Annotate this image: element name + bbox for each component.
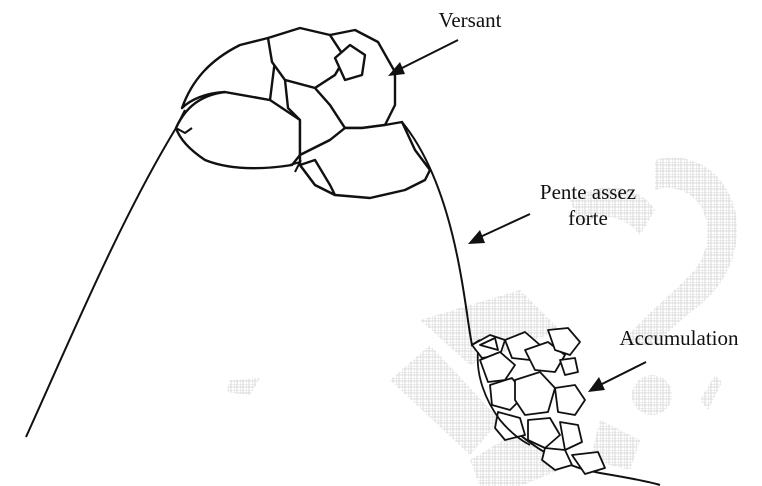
- label-versant: Versant: [420, 7, 520, 33]
- label-accumulation: Accumulation: [598, 325, 760, 351]
- arrow-versant: [388, 40, 458, 76]
- boulder: [176, 92, 300, 168]
- summit-boulders: [176, 28, 430, 198]
- watermark: [226, 157, 737, 486]
- label-pente-line1: Pente assez: [528, 179, 648, 205]
- label-pente-line2: forte: [528, 205, 648, 231]
- arrow-pente: [468, 214, 530, 244]
- label-pente-assez-forte: Pente assez forte: [528, 179, 648, 231]
